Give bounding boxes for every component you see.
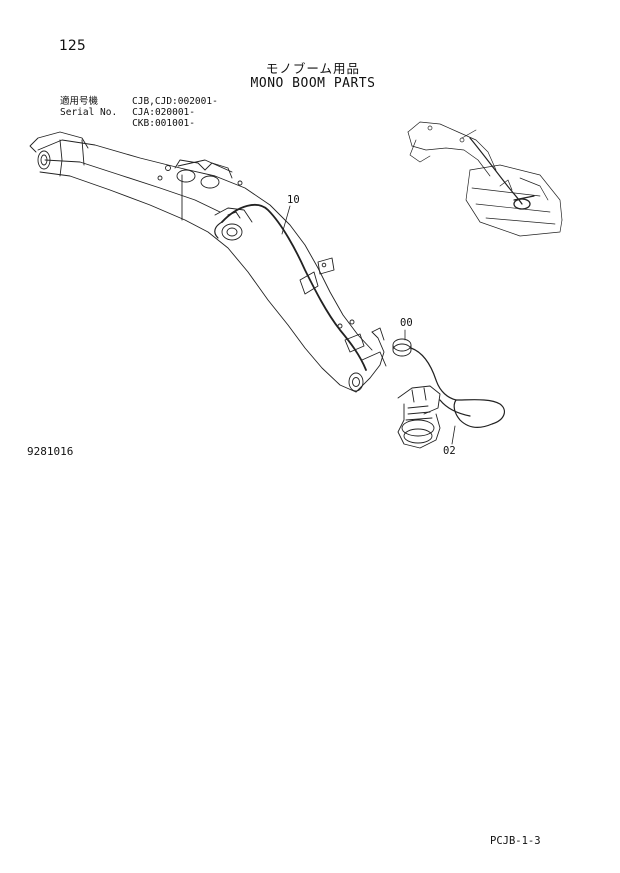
- page-number: 125: [59, 38, 86, 54]
- page-title-en: MONO BOOM PARTS: [250, 76, 376, 91]
- serial-value-1: CJB,CJD:002001-: [132, 96, 218, 107]
- callout-10: 10: [287, 194, 300, 206]
- serial-label-en: Serial No.: [60, 107, 118, 118]
- callout-02-leader: [451, 425, 456, 445]
- drawing-number: 9281016: [27, 445, 74, 458]
- mono-boom-drawing: [29, 131, 387, 393]
- callout-00: 00: [400, 317, 413, 329]
- connector-part-00: [392, 329, 457, 401]
- serial-value-3: CKB:001001-: [132, 118, 195, 129]
- page-title-jp: モノブーム用品: [265, 61, 361, 76]
- serial-number-block: 適用号機 CJB,CJD:002001- Serial No. CJA:0200…: [60, 96, 218, 129]
- swivel-joint-part-02: [397, 385, 506, 449]
- callout-02: 02: [443, 445, 456, 457]
- serial-value-2: CJA:020001-: [132, 107, 195, 118]
- excavator-thumbnail: [407, 121, 563, 237]
- callout-10-leader: [281, 205, 291, 235]
- serial-label-jp: 適用号機: [60, 96, 99, 107]
- page-footer-code: PCJB-1-3: [490, 835, 541, 847]
